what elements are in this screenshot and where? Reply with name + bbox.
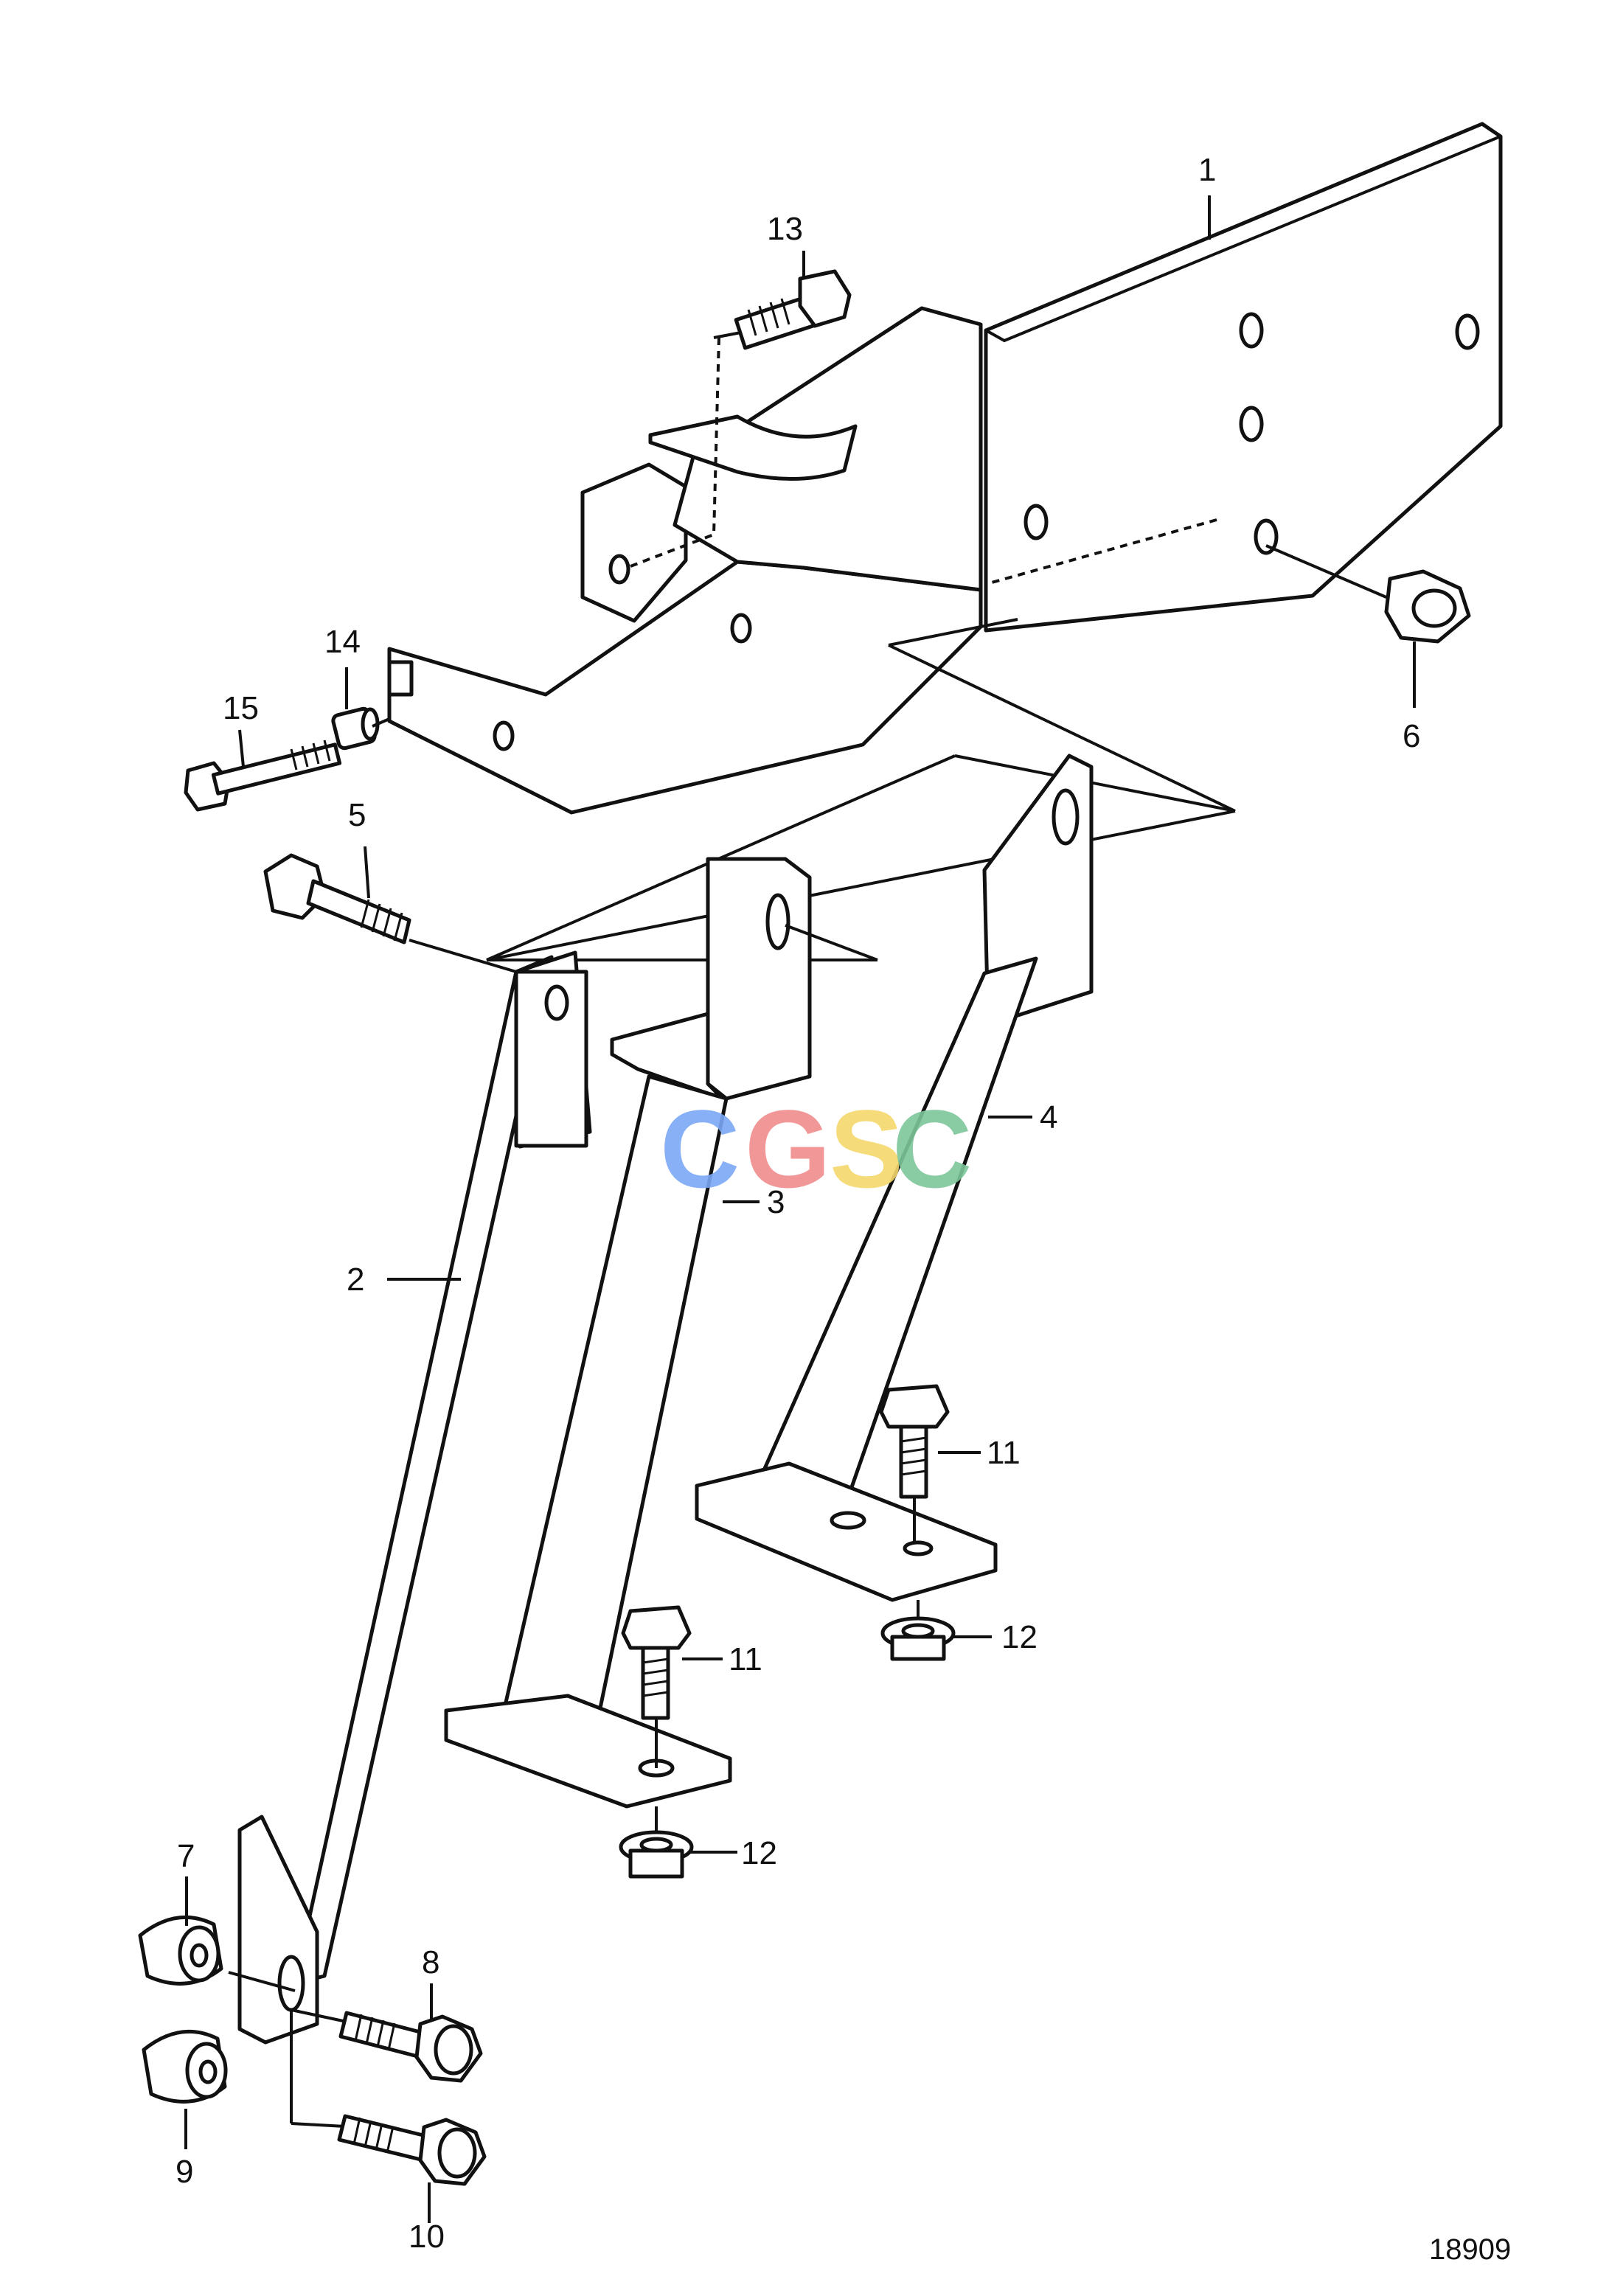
part-2-stay bbox=[228, 950, 592, 2128]
callout-2: 2 bbox=[347, 1262, 364, 1298]
watermark-letter: G bbox=[745, 1087, 831, 1211]
callout-15: 15 bbox=[223, 690, 259, 726]
bracket-left-flange bbox=[580, 462, 688, 623]
callout-12-upper: 12 bbox=[1001, 1619, 1038, 1655]
part-8-bolt bbox=[338, 2011, 483, 2083]
callout-4: 4 bbox=[1040, 1099, 1057, 1135]
bracket-saddle bbox=[648, 414, 858, 481]
bracket-plate bbox=[984, 122, 1503, 633]
callout-7: 7 bbox=[177, 1838, 195, 1874]
watermark-letter: C bbox=[892, 1087, 972, 1211]
callout-10: 10 bbox=[409, 2219, 445, 2255]
callout-11-lower: 11 bbox=[729, 1641, 762, 1677]
watermark-letter: S bbox=[830, 1087, 903, 1211]
part-15-bolt bbox=[184, 740, 342, 812]
callout-12-lower: 12 bbox=[741, 1835, 777, 1871]
part-4-stay bbox=[695, 754, 1094, 1602]
arm-hole bbox=[730, 613, 752, 644]
part-11-bolt-lower bbox=[621, 1605, 692, 1768]
plate-hole bbox=[1024, 504, 1049, 540]
part-10-bolt bbox=[337, 2114, 487, 2186]
part-1-bracket bbox=[387, 122, 1503, 815]
part-13-bolt bbox=[713, 269, 852, 350]
plate-top-edge bbox=[985, 135, 1501, 343]
part-12-nut-upper bbox=[880, 1600, 956, 1661]
callout-9: 9 bbox=[175, 2154, 193, 2190]
part-9-spacer bbox=[142, 2029, 228, 2104]
callout-11-upper: 11 bbox=[987, 1435, 1021, 1471]
bracket-lower-arm bbox=[387, 560, 983, 815]
plate-hole bbox=[1239, 312, 1264, 349]
part-11-bolt-upper bbox=[879, 1384, 950, 1556]
watermark: C G S C bbox=[660, 1087, 972, 1211]
watermark-letter: C bbox=[660, 1087, 740, 1211]
plate-hole bbox=[1455, 313, 1480, 350]
part-5-bolt bbox=[263, 853, 517, 973]
part-14-spacer bbox=[331, 706, 390, 751]
callout-8: 8 bbox=[422, 1944, 439, 1980]
plate-hole bbox=[1239, 406, 1264, 442]
callout-3: 3 bbox=[767, 1184, 785, 1220]
callout-labels: 1 2 3 4 5 6 7 8 9 10 11 11 12 12 13 14 1… bbox=[175, 152, 1420, 2255]
callout-13: 13 bbox=[767, 211, 803, 247]
callout-1: 1 bbox=[1198, 152, 1216, 188]
flange-hole bbox=[608, 554, 630, 585]
callout-5: 5 bbox=[348, 797, 366, 833]
part-6-nut bbox=[1265, 544, 1471, 708]
part-7-spacer bbox=[138, 1915, 223, 1986]
part-12-nut-lower bbox=[619, 1806, 694, 1879]
arm-hole bbox=[493, 720, 515, 751]
callout-14: 14 bbox=[324, 624, 361, 660]
arm-slot bbox=[387, 660, 414, 697]
plate-hole bbox=[1254, 518, 1279, 555]
callout-6: 6 bbox=[1403, 718, 1420, 754]
figure-number: 18909 bbox=[1429, 2233, 1511, 2266]
leader-lines bbox=[184, 195, 1211, 2223]
